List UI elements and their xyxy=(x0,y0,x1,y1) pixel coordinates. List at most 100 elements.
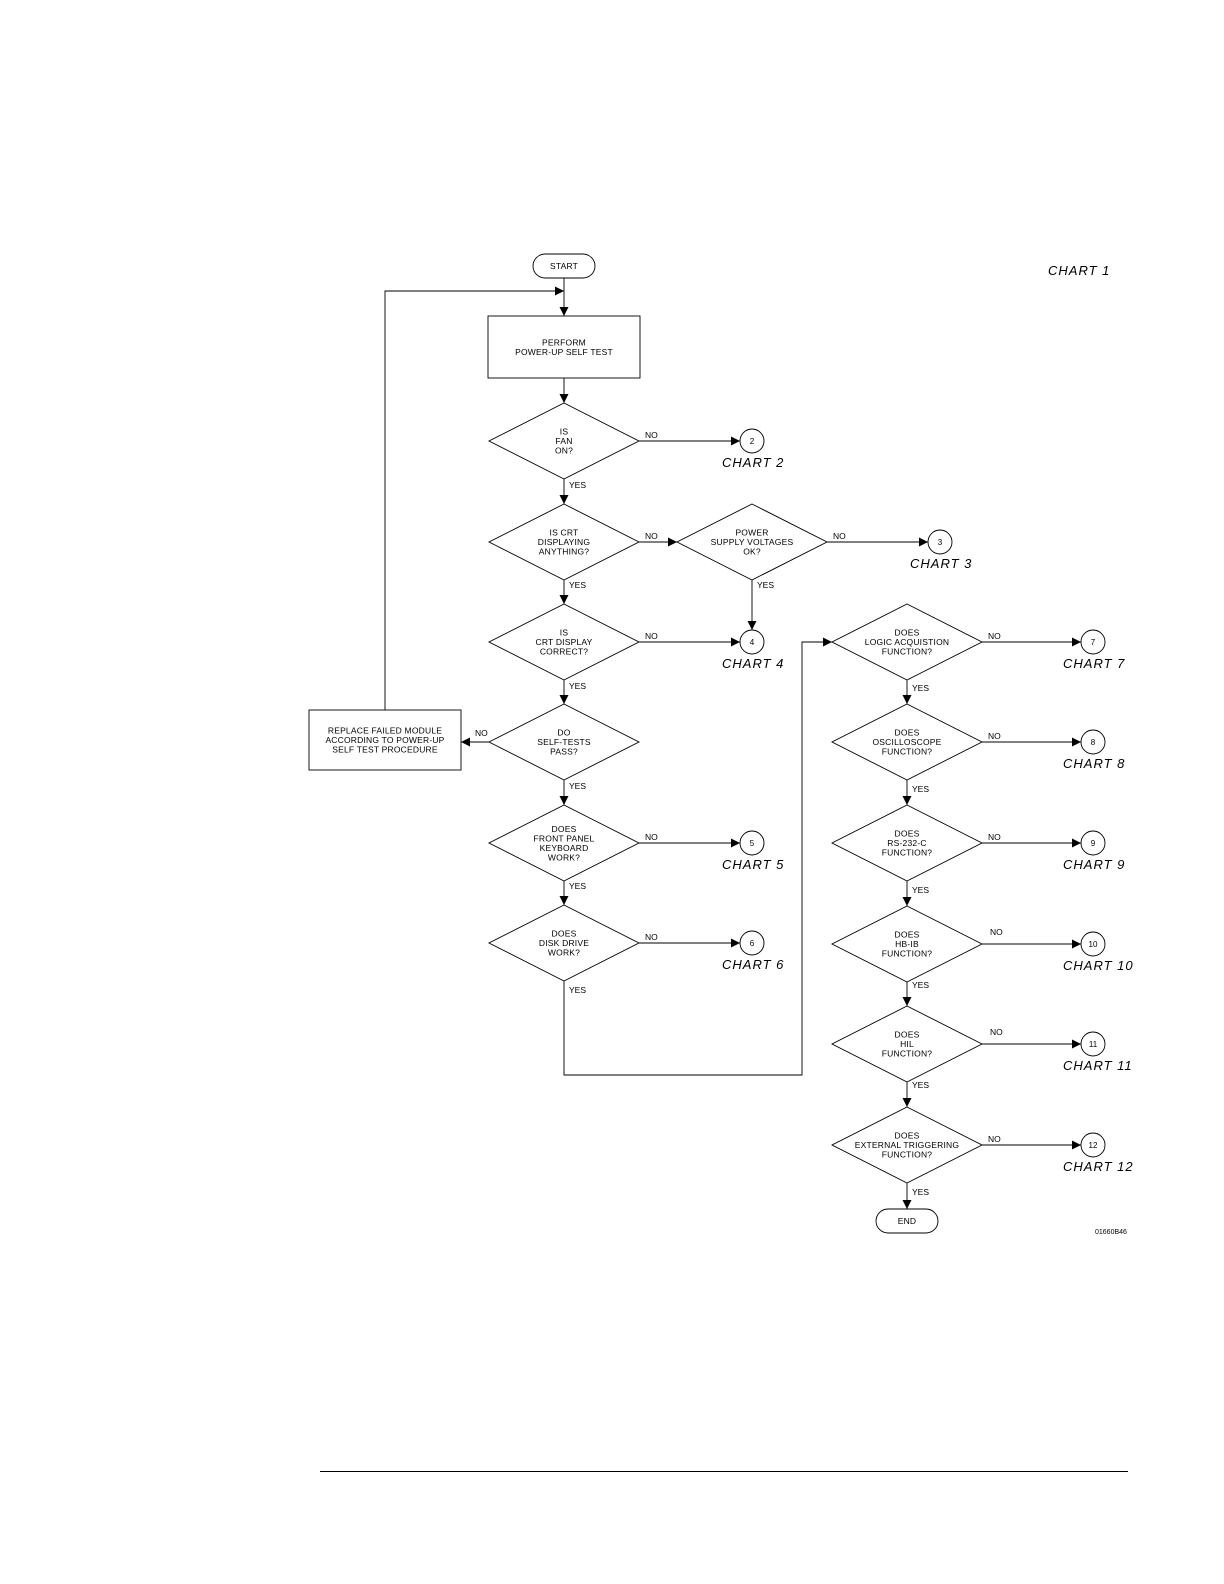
disk-decision xyxy=(488,904,640,982)
label-keyboard-yes: YES xyxy=(569,881,586,891)
label-fan-yes: YES xyxy=(569,480,586,490)
label-crtcorrect-yes: YES xyxy=(569,681,586,691)
label-disk-yes: YES xyxy=(569,985,586,995)
start-label: START xyxy=(550,261,578,271)
chart-title: CHART 1 xyxy=(1048,263,1110,278)
label-exttrig-yes: YES xyxy=(912,1187,929,1197)
connector-8-chart-ref: CHART 8 xyxy=(1063,756,1125,771)
crt-displaying-decision xyxy=(488,503,640,581)
hil-decision xyxy=(831,1005,983,1083)
connector-3-number: 3 xyxy=(938,538,943,547)
label-scope-no: NO xyxy=(988,731,1001,741)
label-rs232-yes: YES xyxy=(912,885,929,895)
connector-2-circle xyxy=(739,428,765,454)
power-supply-decision xyxy=(676,503,828,581)
label-hil-yes: YES xyxy=(912,1080,929,1090)
label-disk-no: NO xyxy=(645,932,658,942)
label-hpib-yes: YES xyxy=(912,980,929,990)
label-fan-no: NO xyxy=(645,430,658,440)
label-logic-no: NO xyxy=(988,631,1001,641)
end-label: END xyxy=(898,1216,917,1226)
connector-10-number: 10 xyxy=(1089,940,1098,949)
connector-7-number: 7 xyxy=(1091,638,1096,647)
connector-4-number: 4 xyxy=(750,638,755,647)
page-bottom-rule xyxy=(320,1471,1128,1472)
logic-acq-decision xyxy=(831,603,983,681)
connector-4-chart-ref: CHART 4 xyxy=(722,656,784,671)
crt-correct-decision xyxy=(488,603,640,681)
connector-7-circle xyxy=(1080,629,1106,655)
self-tests-pass-decision xyxy=(488,703,640,781)
end-terminal xyxy=(875,1208,939,1234)
connector-7-chart-ref: CHART 7 xyxy=(1063,656,1125,671)
self-test-box xyxy=(487,315,641,379)
connector-2-number: 2 xyxy=(750,437,755,446)
label-selftests-no: NO xyxy=(475,728,488,738)
scope-decision xyxy=(831,703,983,781)
connector-3-circle xyxy=(927,529,953,555)
label-crtcorrect-no: NO xyxy=(645,631,658,641)
label-power-yes: YES xyxy=(757,580,774,590)
rs232-decision xyxy=(831,804,983,882)
start-terminal xyxy=(532,253,596,279)
connector-5-chart-ref: CHART 5 xyxy=(722,857,784,872)
label-hil-no: NO xyxy=(990,1027,1003,1037)
label-hpib-no: NO xyxy=(990,927,1003,937)
connector-2-chart-ref: CHART 2 xyxy=(722,455,784,470)
connector-12-circle xyxy=(1080,1132,1106,1158)
connector-12-chart-ref: CHART 12 xyxy=(1063,1159,1134,1174)
connector-11-circle xyxy=(1080,1031,1106,1057)
connector-3-chart-ref: CHART 3 xyxy=(910,556,972,571)
connector-12-number: 12 xyxy=(1089,1141,1098,1150)
connector-4-circle xyxy=(739,629,765,655)
hpib-decision xyxy=(831,905,983,983)
flow-edges: YES YES YES YES YES NO NO NO YES NO NO NO NO YES YES YE… xyxy=(384,278,1081,1209)
connector-8-number: 8 xyxy=(1091,738,1096,747)
label-rs232-no: NO xyxy=(988,832,1001,842)
connector-10-chart-ref: CHART 10 xyxy=(1063,958,1134,973)
label-power-no: NO xyxy=(833,531,846,541)
label-keyboard-no: NO xyxy=(645,832,658,842)
ext-trig-decision xyxy=(831,1106,983,1184)
connector-5-number: 5 xyxy=(750,839,755,848)
label-exttrig-no: NO xyxy=(988,1134,1001,1144)
edge-disk-yes xyxy=(563,637,832,1076)
connector-6-chart-ref: CHART 6 xyxy=(722,957,784,972)
connector-9-number: 9 xyxy=(1091,839,1096,848)
fan-decision xyxy=(488,402,640,480)
label-crtdisp-yes: YES xyxy=(569,580,586,590)
label-logic-yes: YES xyxy=(912,683,929,693)
connector-11-number: 11 xyxy=(1089,1040,1098,1049)
figure-id: 01660B46 xyxy=(1095,1229,1127,1236)
connector-8-circle xyxy=(1080,729,1106,755)
connector-9-circle xyxy=(1080,830,1106,856)
edge-replace-loop xyxy=(384,286,564,710)
label-scope-yes: YES xyxy=(912,784,929,794)
connector-6-circle xyxy=(739,930,765,956)
keyboard-decision xyxy=(488,804,640,882)
label-selftests-yes: YES xyxy=(569,781,586,791)
connector-6-number: 6 xyxy=(750,939,755,948)
connector-10-circle xyxy=(1080,931,1106,957)
label-crtdisp-no: NO xyxy=(645,531,658,541)
connector-5-circle xyxy=(739,830,765,856)
replace-module-box xyxy=(308,709,462,771)
connector-11-chart-ref: CHART 11 xyxy=(1063,1058,1133,1073)
